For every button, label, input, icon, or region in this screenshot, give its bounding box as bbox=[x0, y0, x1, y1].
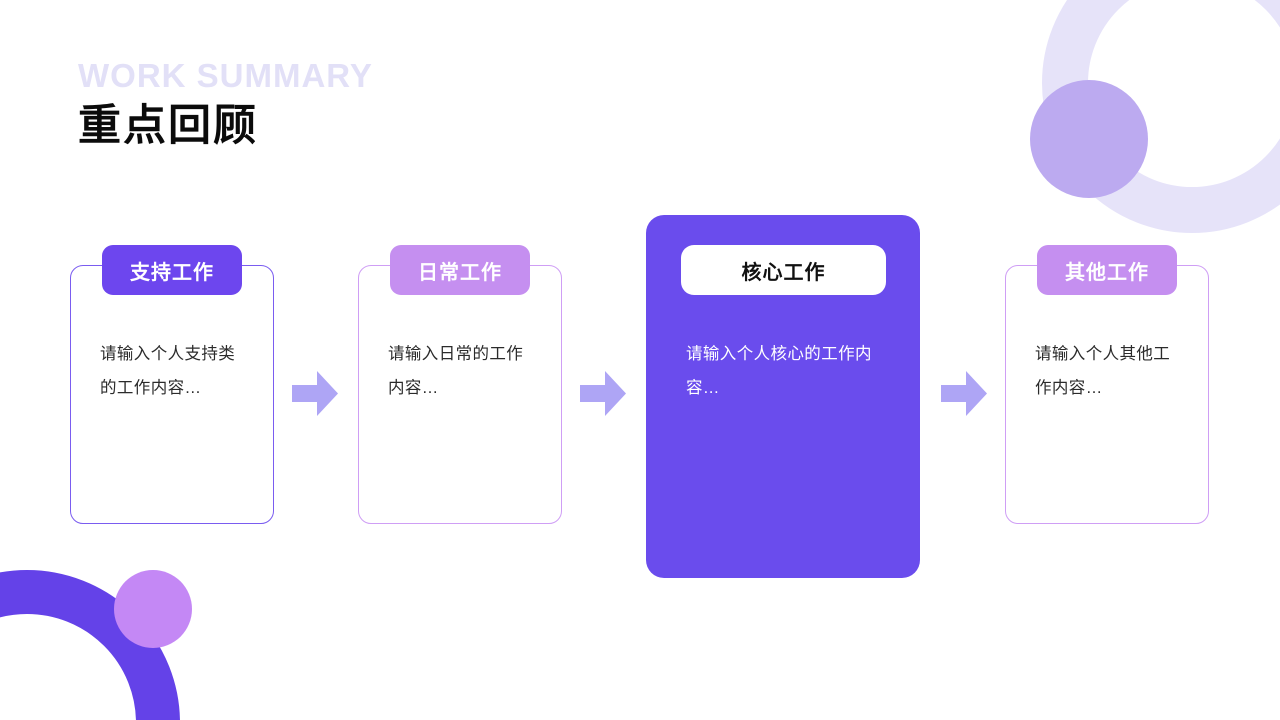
arrow-right-icon-2 bbox=[580, 371, 626, 416]
flow-card-3-badge[interactable]: 核心工作 bbox=[681, 245, 886, 295]
flow-card-1-badge-label: 支持工作 bbox=[130, 261, 214, 284]
eyebrow-text: WORK SUMMARY bbox=[78, 57, 373, 94]
flow-card-2-badge-label: 日常工作 bbox=[418, 261, 502, 284]
flow-card-4-badge-label: 其他工作 bbox=[1065, 261, 1149, 284]
flow-card-3-badge-label: 核心工作 bbox=[741, 261, 826, 284]
decorative-circle-bottom-left bbox=[114, 570, 192, 648]
arrow-right-icon-3 bbox=[941, 371, 987, 416]
page-title: 重点回顾 bbox=[78, 102, 258, 151]
flow-card-1-body: 请输入个人支持类的工作内容… bbox=[100, 345, 236, 397]
flow-card-4-body: 请输入个人其他工作内容… bbox=[1035, 345, 1171, 397]
flow-card-3-body: 请输入个人核心的工作内容… bbox=[686, 345, 872, 397]
flow-card-2[interactable] bbox=[358, 265, 562, 524]
flow-card-2-body: 请输入日常的工作内容… bbox=[388, 345, 524, 397]
flow-card-1-badge[interactable]: 支持工作 bbox=[102, 245, 242, 295]
slide-heading: WORK SUMMARY 重点回顾 bbox=[78, 57, 373, 152]
flow-card-2-badge[interactable]: 日常工作 bbox=[390, 245, 530, 295]
flow-card-4-badge[interactable]: 其他工作 bbox=[1037, 245, 1177, 295]
flow-card-1[interactable] bbox=[70, 265, 274, 524]
arrow-right-icon-1 bbox=[292, 371, 338, 416]
decorative-circle-top-right bbox=[1030, 80, 1148, 198]
